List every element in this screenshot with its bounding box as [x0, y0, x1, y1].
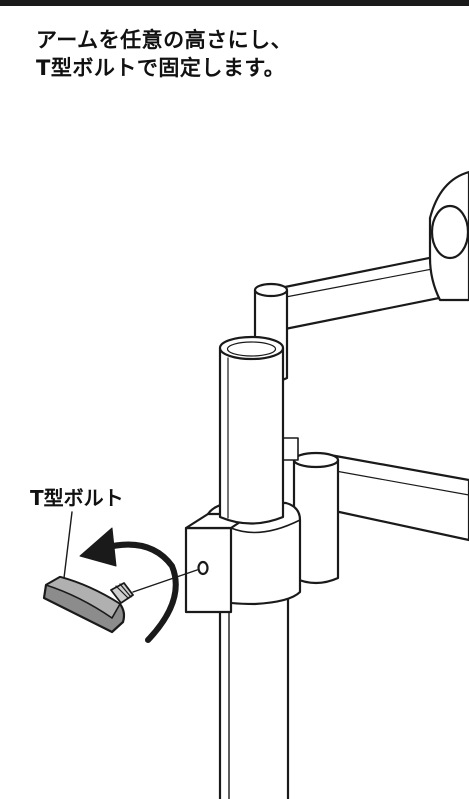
top-rule: [0, 0, 469, 6]
upper-pole: [218, 335, 285, 525]
t-bolt: [42, 575, 134, 634]
bolt-axis-line: [132, 569, 198, 593]
t-bolt-label: T型ボルト: [30, 486, 124, 510]
clamp-collar: [184, 501, 302, 614]
bolt-hole-icon: [197, 560, 209, 576]
rotation-arrow-icon: [79, 527, 179, 643]
instruction-text: アームを任意の高さにし、 T型ボルトで固定します。: [36, 26, 292, 82]
upper-arm: [253, 170, 469, 384]
lower-arm: [282, 437, 469, 585]
callout-leader-line: [63, 511, 73, 579]
lower-pole: [218, 588, 290, 799]
instruction-line-2: T型ボルトで固定します。: [36, 56, 286, 80]
instruction-line-1: アームを任意の高さにし、: [36, 28, 293, 52]
